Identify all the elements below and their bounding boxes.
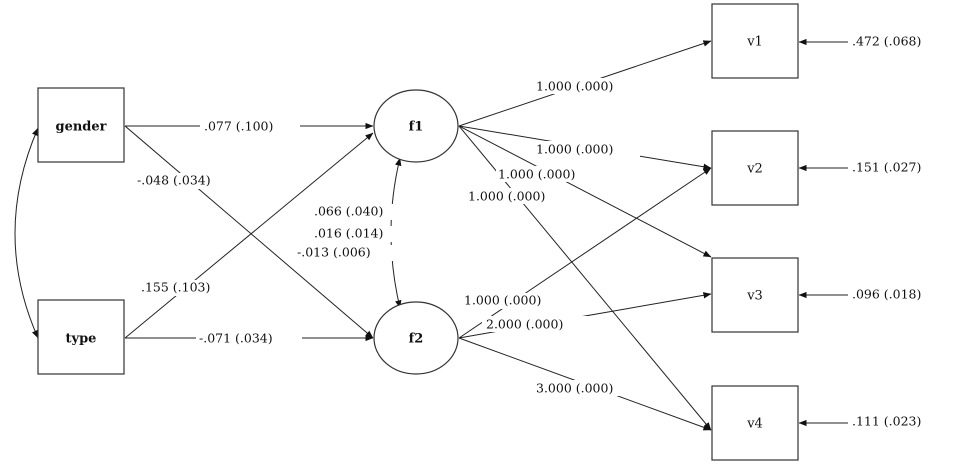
residual-v1: .472 (.068) — [852, 34, 921, 49]
gender-type-covariance — [14, 127, 39, 339]
label-f1-f2-cov-c: -.013 (.006) — [297, 245, 371, 260]
node-v1: v1 — [711, 3, 799, 79]
node-f2-label: f2 — [409, 332, 424, 347]
residual-v4: .111 (.023) — [852, 414, 921, 429]
node-type: type — [37, 299, 125, 375]
node-gender-label: gender — [55, 120, 106, 135]
residual-v2: .151 (.027) — [852, 160, 921, 175]
label-f1-v1: 1.000 (.000) — [536, 79, 613, 94]
label-f2-v4: 3.000 (.000) — [536, 381, 613, 396]
node-v4: v4 — [711, 385, 799, 461]
node-f2: f2 — [373, 301, 459, 375]
label-f2-v2: 1.000 (.000) — [464, 293, 541, 308]
node-v1-label: v1 — [746, 35, 763, 50]
label-type-f1: .155 (.103) — [141, 280, 210, 295]
label-f2-v3: 2.000 (.000) — [486, 317, 563, 332]
edge-labels: .077 (.100) -.048 (.034) .155 (.103) -.0… — [134, 78, 640, 396]
label-gender-f2: -.048 (.034) — [137, 173, 211, 188]
node-f1-label: f1 — [409, 120, 424, 135]
node-v2-label: v2 — [746, 162, 763, 177]
label-f1-v4: 1.000 (.000) — [468, 189, 545, 204]
label-f1-f2-cov-b: .016 (.014) — [314, 226, 383, 241]
edge-f1-v3 — [458, 125, 712, 258]
node-type-label: type — [66, 332, 97, 347]
edge-gender-f2 — [124, 125, 374, 339]
edge-f2-v2 — [458, 167, 712, 339]
node-gender: gender — [37, 87, 125, 163]
label-f1-v3: 1.000 (.000) — [498, 167, 575, 182]
node-v3-label: v3 — [746, 289, 763, 304]
residual-labels: .472 (.068) .151 (.027) .096 (.018) .111… — [852, 34, 921, 429]
node-v4-label: v4 — [746, 417, 763, 432]
residual-v3: .096 (.018) — [852, 287, 921, 302]
label-f1-f2-cov-a: .066 (.040) — [314, 204, 383, 219]
node-v2: v2 — [711, 130, 799, 206]
node-f1: f1 — [373, 89, 459, 163]
label-gender-f1: .077 (.100) — [204, 119, 273, 134]
edge-type-f1 — [124, 132, 374, 339]
label-type-f2: -.071 (.034) — [199, 331, 273, 346]
node-v3: v3 — [711, 257, 799, 333]
label-f1-v2: 1.000 (.000) — [536, 142, 613, 157]
